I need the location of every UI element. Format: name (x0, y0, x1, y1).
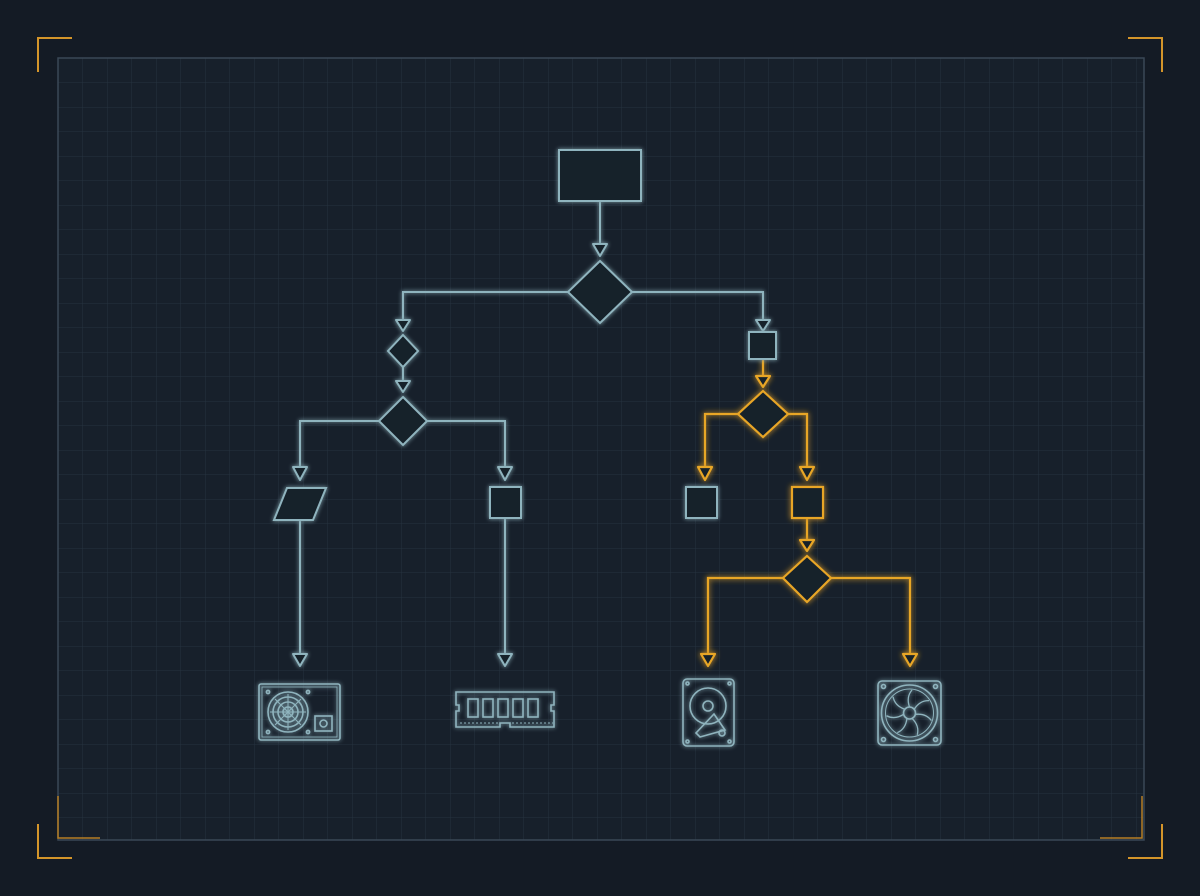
corner-bracket-top-left (37, 37, 72, 72)
node-decision-main[interactable] (566, 259, 634, 325)
cooling-fan-icon[interactable] (877, 680, 942, 746)
corner-bracket-top-right (1128, 37, 1163, 72)
node-decision-right[interactable] (736, 389, 790, 439)
corner-bracket-inner-bottom-left (57, 796, 100, 839)
corner-brackets (37, 37, 1163, 859)
connector-bottom-left (706, 576, 783, 654)
arrowhead (497, 653, 513, 667)
corner-bracket-inner-bottom-right (1100, 796, 1143, 839)
highlighted-arrowheads (696, 374, 919, 668)
arrowhead (592, 243, 608, 257)
node-start[interactable] (558, 149, 642, 202)
arrowhead (292, 653, 308, 667)
arrowhead (497, 466, 513, 481)
node-process-left-b[interactable] (489, 486, 522, 519)
connector-left-branch (299, 420, 379, 468)
arrowhead (755, 319, 771, 332)
arrowhead (901, 652, 919, 668)
arrowhead (699, 652, 717, 668)
node-decision-bottom[interactable] (781, 554, 833, 604)
highlighted-nodes (736, 389, 833, 604)
connectors (299, 201, 764, 654)
node-process-right-a[interactable] (685, 486, 718, 519)
corner-bracket-bottom-left (37, 824, 72, 859)
node-io-left[interactable] (272, 487, 328, 521)
node-decision-left-small[interactable] (386, 333, 420, 369)
connector-right-branch (427, 420, 506, 468)
highlighted-connectors (703, 359, 912, 654)
power-supply-icon[interactable] (258, 683, 341, 741)
connector-main-right (632, 291, 764, 320)
connector-arrowheads (292, 243, 771, 667)
node-decision-left[interactable] (377, 395, 429, 447)
connector-decision-right-left (703, 412, 738, 468)
arrowhead (798, 465, 816, 482)
connector-bottom-right (831, 576, 912, 654)
node-process-right-small[interactable] (748, 331, 777, 360)
node-process-right-b[interactable] (790, 485, 825, 520)
arrowhead (754, 374, 772, 389)
connector-decision-right-right (788, 412, 809, 468)
arrowhead (292, 466, 308, 481)
grid-border (57, 57, 1145, 841)
memory-module-icon[interactable] (455, 691, 555, 728)
arrowhead (395, 319, 411, 332)
arrowhead (395, 380, 411, 393)
nodes (272, 149, 777, 521)
fan-blades (886, 689, 932, 735)
hard-drive-icon[interactable] (682, 678, 735, 747)
corner-bracket-bottom-right (1128, 824, 1163, 859)
arrowhead (696, 465, 714, 482)
connector-main-left (402, 291, 568, 320)
arrowhead (798, 538, 816, 553)
